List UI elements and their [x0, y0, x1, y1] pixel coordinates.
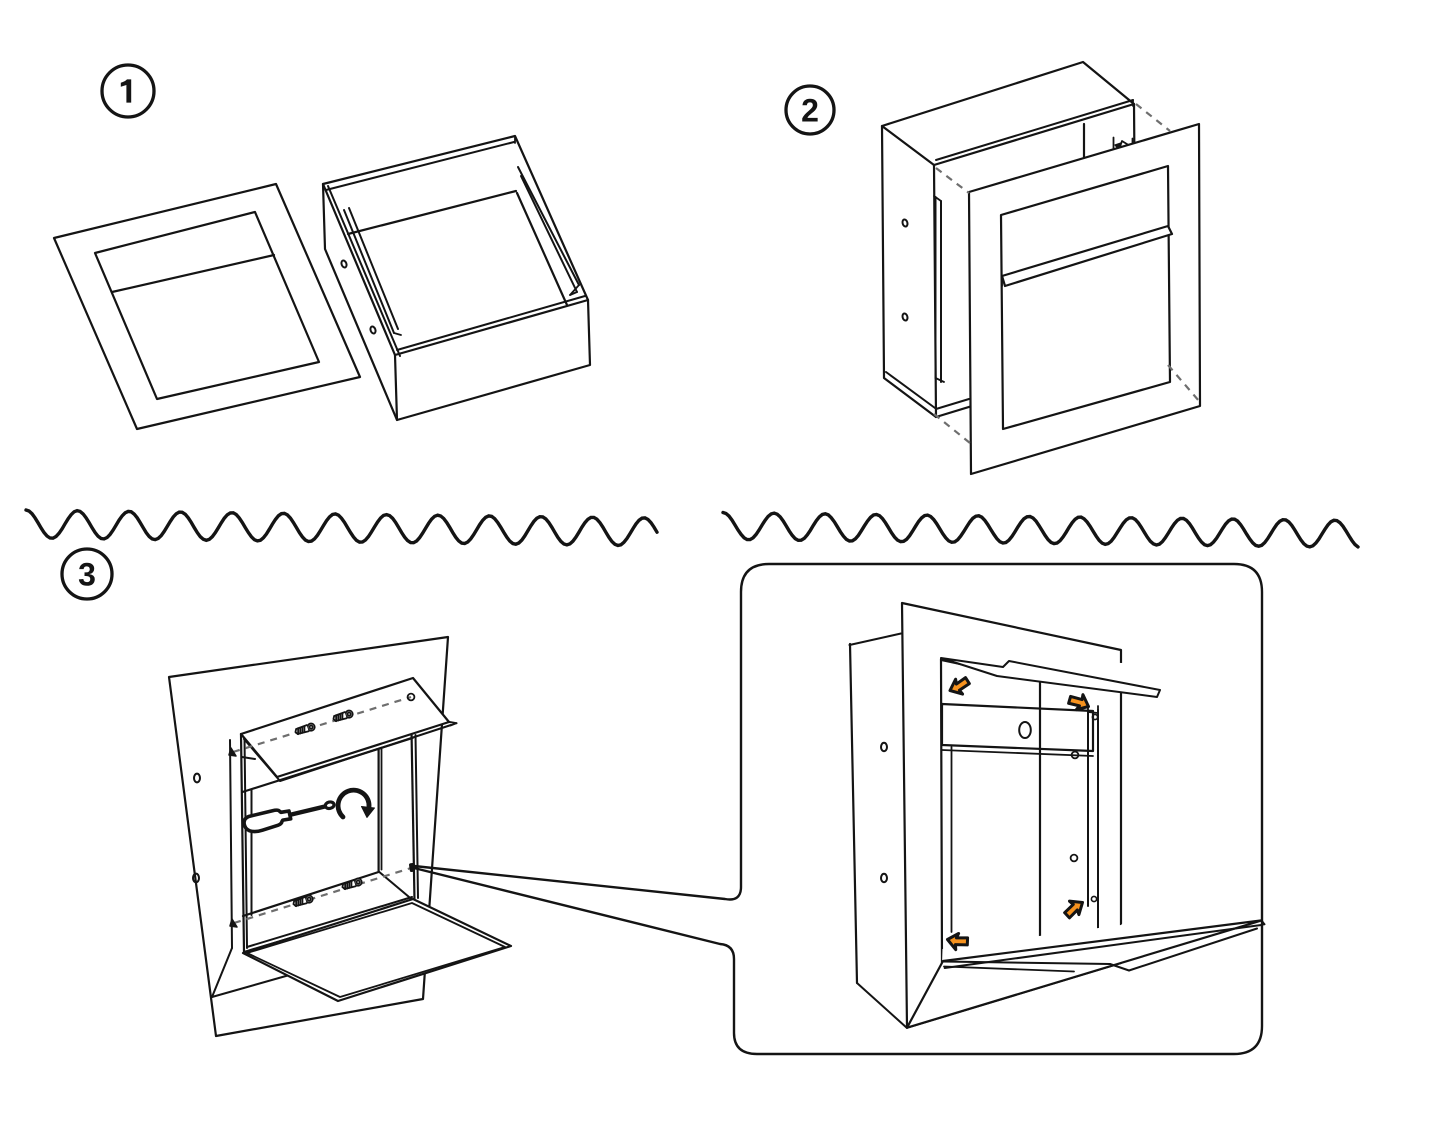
- svg-text:3: 3: [78, 557, 96, 593]
- svg-text:2: 2: [801, 93, 819, 129]
